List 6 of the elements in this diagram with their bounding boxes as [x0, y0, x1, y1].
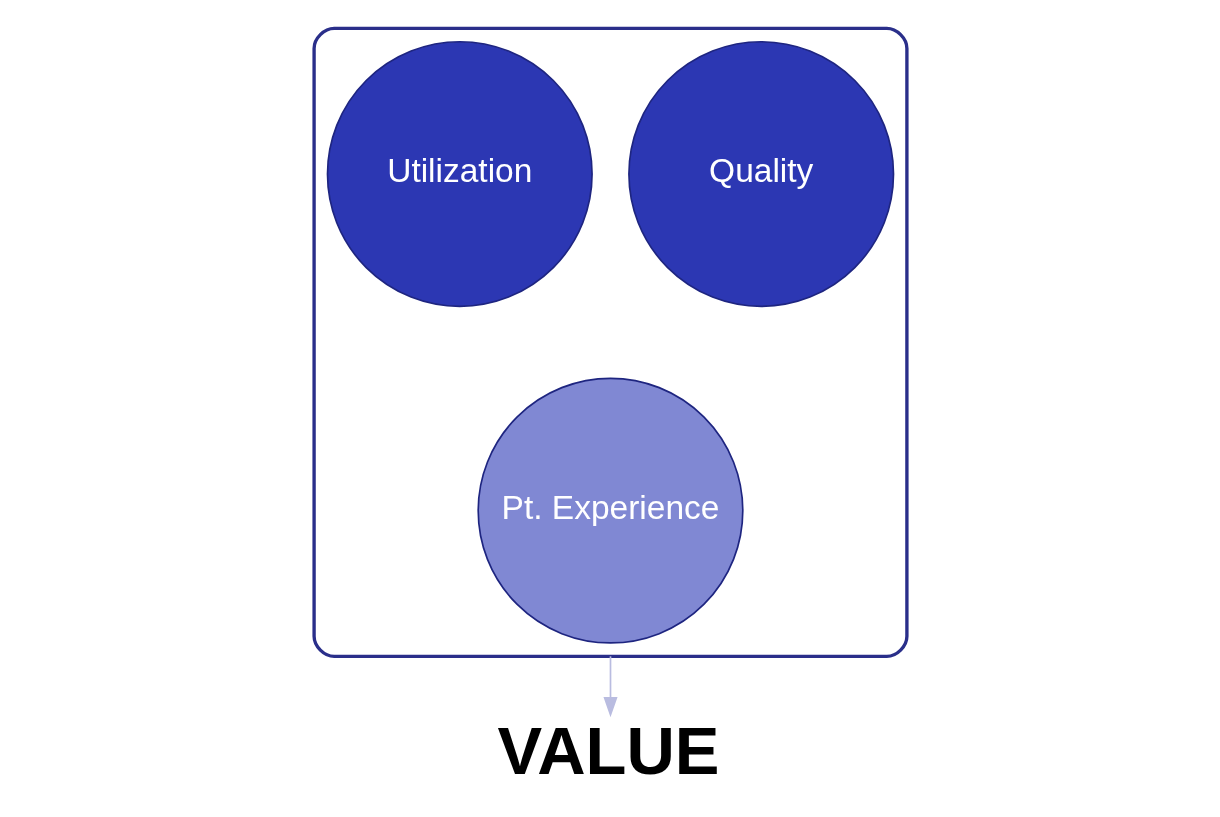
node-text: VALUE [496, 712, 719, 788]
node-circle: Utilization [326, 40, 593, 308]
cluster [311, 26, 909, 658]
node-circle: Quality [627, 40, 894, 308]
node-circle: Pt. Experience [476, 377, 744, 644]
arrow [602, 655, 618, 718]
